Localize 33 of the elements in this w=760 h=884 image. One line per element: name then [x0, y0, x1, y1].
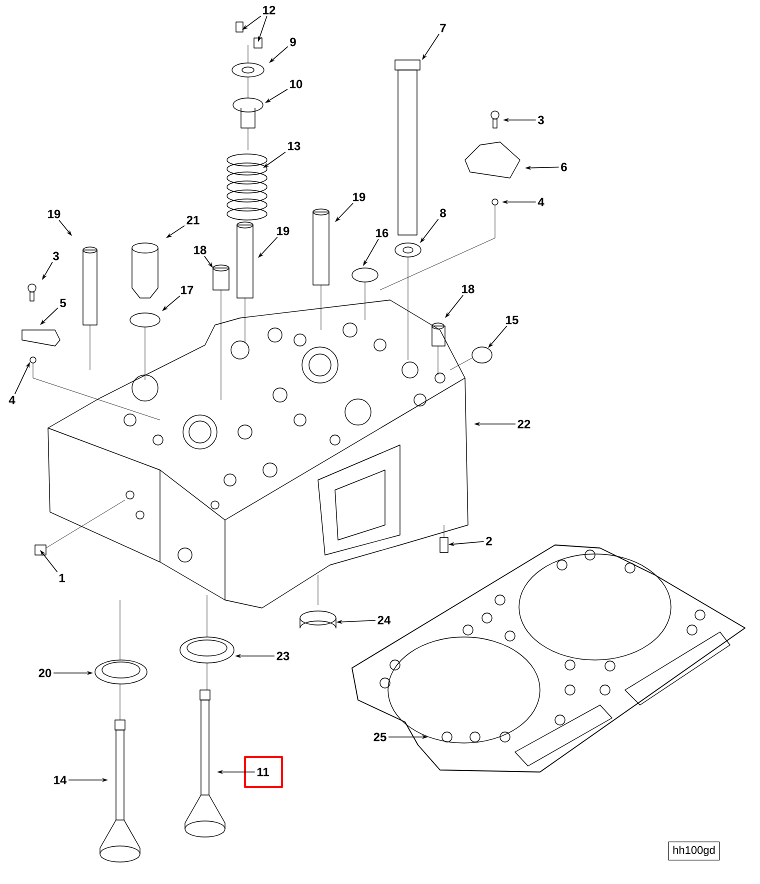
callout-number: 13 [288, 142, 300, 150]
plug-drawing [440, 537, 448, 553]
callout-number: 7 [440, 24, 446, 32]
callout-number: 21 [186, 216, 200, 224]
callout-number: 1 [59, 574, 65, 582]
callout-number: 3 [538, 116, 544, 124]
callout-number: 19 [353, 192, 366, 202]
callout-number: 5 [60, 298, 66, 308]
callout-number: 8 [440, 208, 446, 218]
callout-number: 9 [290, 38, 296, 46]
callout-number: 14 [54, 776, 67, 784]
cup-plug-drawing [300, 610, 336, 628]
callout-number: 4 [8, 396, 16, 404]
callout-number: 2 [486, 536, 492, 546]
callout-number: 3 [52, 252, 59, 260]
callout-number: 17 [181, 286, 194, 294]
callout-number: 11 [257, 768, 269, 776]
callout-number: 23 [276, 652, 290, 660]
callout-number: 4 [538, 198, 544, 206]
callout-number: 18 [194, 246, 206, 254]
callout-number: 24 [378, 616, 391, 624]
callout-number: 15 [506, 316, 518, 324]
callout-number: 20 [38, 668, 52, 678]
callout-number: 12 [263, 6, 276, 14]
callout-number: 19 [48, 210, 60, 218]
callout-number: 19 [277, 226, 290, 236]
reference-code-box: hh100gd [668, 842, 720, 860]
callout-number: 18 [462, 284, 474, 294]
callout-number: 6 [561, 162, 567, 172]
callout-number: 25 [374, 732, 386, 742]
callout-number: 22 [518, 420, 530, 428]
callout-number: 10 [290, 80, 302, 88]
callout-number: 16 [376, 228, 388, 238]
